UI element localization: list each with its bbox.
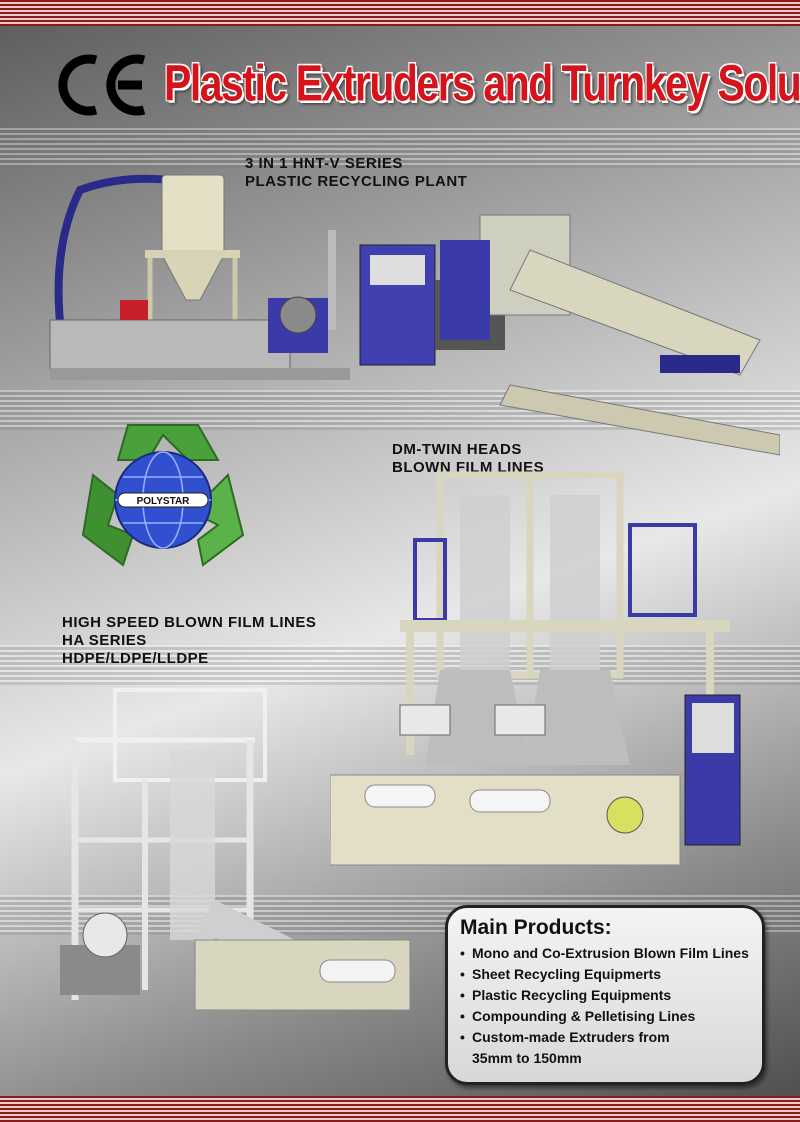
stripe-band — [0, 645, 800, 685]
recycling-plant-image — [49, 174, 780, 456]
list-item: •Plastic Recycling Equipments — [460, 987, 672, 1003]
logo-text: POLYSTAR — [137, 496, 191, 507]
list-item: •Sheet Recycling Equipmerts — [460, 966, 662, 982]
header: Plastic Extruders and Turnkey Solutions — [52, 50, 800, 120]
bottom-stripe-band — [0, 1096, 800, 1122]
page-title: Plastic Extruders and Turnkey Solutions — [164, 54, 800, 112]
label-line: PLASTIC RECYCLING PLANT — [245, 173, 468, 190]
main-products-list: •Mono and Co-Extrusion Blown Film Lines … — [460, 943, 752, 1069]
polystar-logo: POLYSTAR — [81, 424, 245, 567]
main-products-title: Main Products: — [460, 916, 612, 939]
label-line: HIGH SPEED BLOWN FILM LINES — [62, 614, 317, 631]
section-label-high-speed: HIGH SPEED BLOWN FILM LINES HA SERIES HD… — [62, 614, 316, 668]
section-label-recycling: 3 IN 1 HNT-V SERIES PLASTIC RECYCLING PL… — [245, 155, 467, 191]
list-item: •Mono and Co-Extrusion Blown Film Lines — [460, 945, 749, 961]
high-speed-machine-image — [60, 688, 411, 1011]
label-line: HDPE/LDPE/LLDPE — [62, 650, 209, 667]
list-item: •Compounding & Pelletising Lines — [460, 1008, 696, 1024]
twin-heads-machine-image — [330, 471, 741, 866]
top-stripe-band — [0, 0, 800, 26]
ce-mark-icon — [58, 54, 146, 116]
list-item: 35mm to 150mm — [472, 1050, 582, 1066]
main-products-box: Main Products: •Mono and Co-Extrusion Bl… — [445, 905, 765, 1085]
label-line: HA SERIES — [62, 632, 147, 649]
label-line: 3 IN 1 HNT-V SERIES — [245, 155, 403, 172]
label-line: DM-TWIN HEADS — [392, 441, 522, 458]
list-item: •Custom-made Extruders from — [460, 1029, 670, 1045]
stripe-band — [0, 128, 800, 168]
